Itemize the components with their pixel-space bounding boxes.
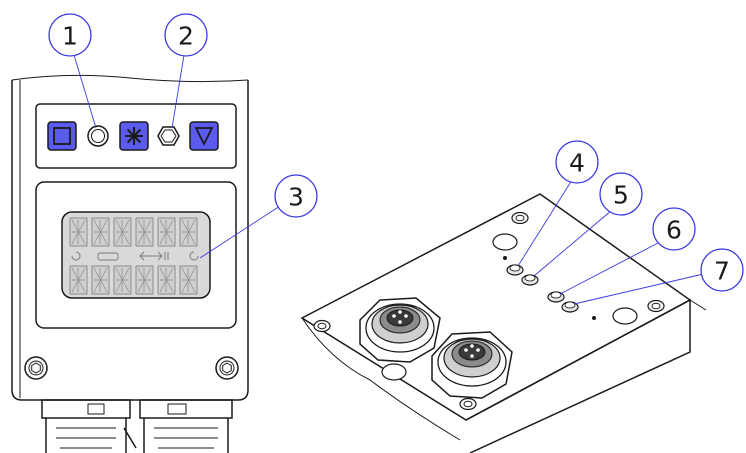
ring-led-icon: [87, 125, 109, 147]
callout-4: 4: [555, 140, 599, 184]
bottom-curve: [301, 317, 461, 441]
callout-7: 7: [700, 248, 744, 292]
led-4: [506, 264, 524, 276]
button-panel: [35, 103, 237, 169]
callout-7-label: 7: [714, 257, 730, 286]
round-pad: [492, 233, 518, 251]
callout-6: 6: [652, 207, 696, 251]
bottom-connectors: [41, 399, 233, 453]
screw-head-icon: [647, 299, 665, 313]
m12-connector-2: [431, 331, 513, 399]
callout-2: 2: [164, 13, 208, 57]
front-view-device: [11, 74, 249, 453]
display-digits-row-1: [69, 217, 198, 247]
triangle-down-icon: [194, 127, 214, 147]
front-face: [465, 298, 691, 453]
housing-top-break-line: [11, 74, 249, 83]
callout-3-label: 3: [288, 183, 304, 212]
down-button[interactable]: [189, 121, 219, 151]
isometric-view-device: [300, 193, 707, 453]
led-6: [547, 291, 565, 303]
callout-1: 1: [48, 13, 92, 57]
hexagon-led-icon: [157, 126, 180, 146]
callout-4-label: 4: [569, 149, 585, 178]
screw-head-icon: [313, 319, 331, 333]
screw-head-icon: [24, 356, 48, 380]
leader-lines: [73, 54, 713, 305]
led-5: [521, 274, 539, 286]
square-stop-icon: [53, 127, 71, 145]
led-7: [561, 301, 579, 313]
callout-3: 3: [274, 174, 318, 218]
display-indicator-row: [71, 251, 199, 261]
round-pad: [381, 363, 407, 381]
display-window: [35, 181, 237, 329]
stop-button[interactable]: [47, 121, 77, 151]
callout-2-label: 2: [178, 22, 194, 51]
mode-button[interactable]: [119, 121, 149, 151]
callout-5: 5: [599, 172, 643, 216]
screw-head-icon: [511, 211, 529, 225]
callout-1-label: 1: [62, 22, 78, 51]
asterisk-icon: [125, 127, 143, 145]
m12-connector-1: [359, 297, 441, 363]
round-pad: [612, 307, 638, 325]
screw-head-icon: [215, 356, 239, 380]
screw-head-icon: [459, 397, 477, 411]
callout-5-label: 5: [613, 181, 629, 210]
callout-6-label: 6: [666, 216, 682, 245]
side-edge: [689, 299, 707, 311]
